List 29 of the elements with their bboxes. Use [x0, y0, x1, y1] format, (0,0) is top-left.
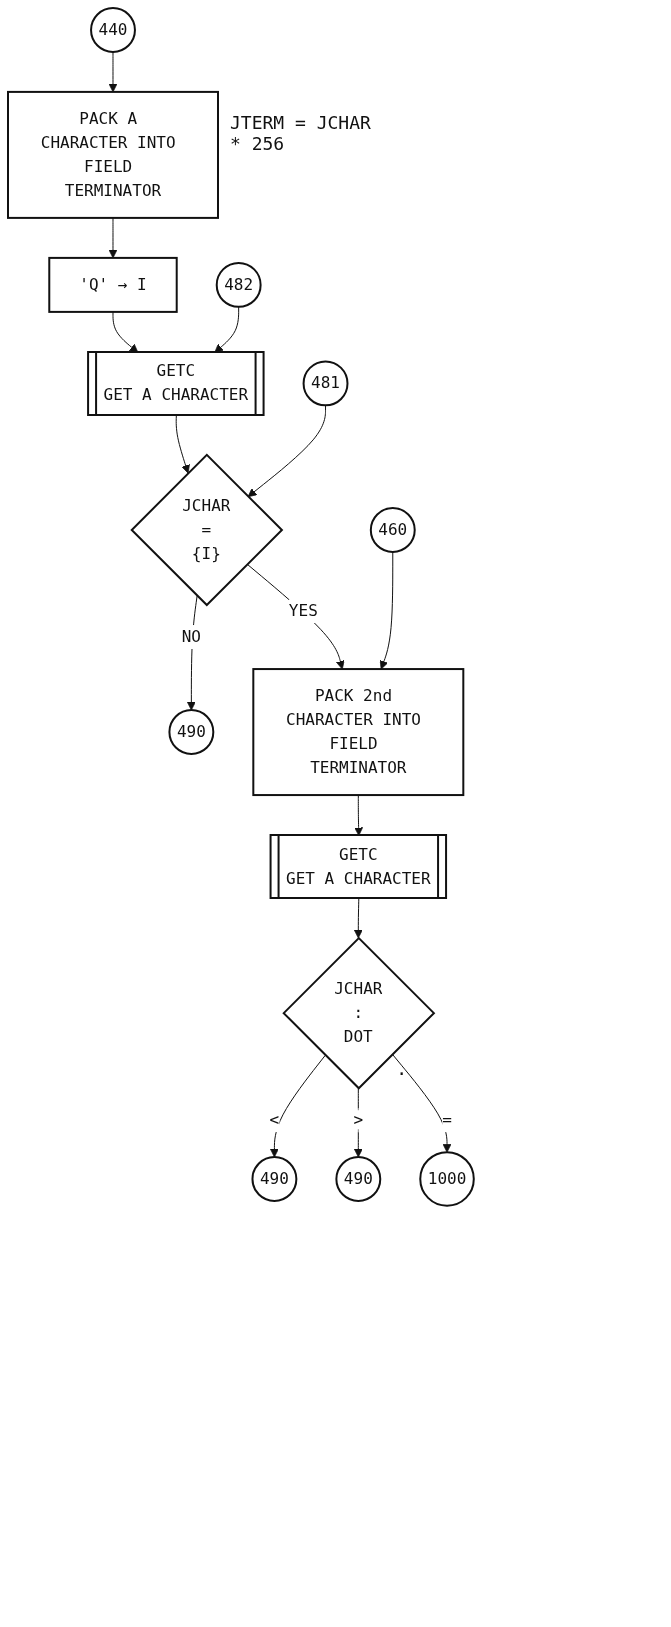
arrow — [175, 414, 190, 474]
arrow — [391, 1053, 452, 1153]
arrow — [379, 551, 394, 670]
node-circle: 490 — [168, 709, 215, 755]
arrow — [246, 563, 345, 670]
arrow — [108, 217, 118, 259]
node-circle: 440 — [90, 7, 136, 53]
node-circle: 490 — [251, 1156, 298, 1202]
arrow — [354, 794, 363, 836]
arrow — [108, 51, 118, 93]
node-circle: 482 — [215, 261, 262, 308]
edge-label: > — [353, 1110, 364, 1130]
node-note: JTERM = JCHAR * 256 — [230, 111, 372, 154]
note-text: . — [396, 1058, 408, 1080]
node-circle: 481 — [302, 360, 349, 407]
node-box: PACK A CHARACTER INTO FIELD TERMINATOR — [7, 90, 219, 219]
node-circle: 1000 — [419, 1151, 475, 1207]
arrow — [353, 898, 363, 939]
node-box: PACK 2nd CHARACTER INTO FIELD TERMINATOR — [252, 668, 465, 797]
node-circle: 490 — [335, 1156, 382, 1202]
edge-label: < — [269, 1110, 280, 1130]
edge-label: YES — [288, 601, 318, 621]
arrow — [270, 1054, 326, 1158]
node-box: 'Q' → I — [48, 256, 178, 313]
node-diamond: JCHAR = {I} — [130, 453, 284, 607]
edge-label: NO — [181, 627, 201, 647]
arrow — [247, 404, 327, 498]
edge-label: = — [442, 1110, 452, 1130]
node-circle: 460 — [369, 507, 416, 553]
